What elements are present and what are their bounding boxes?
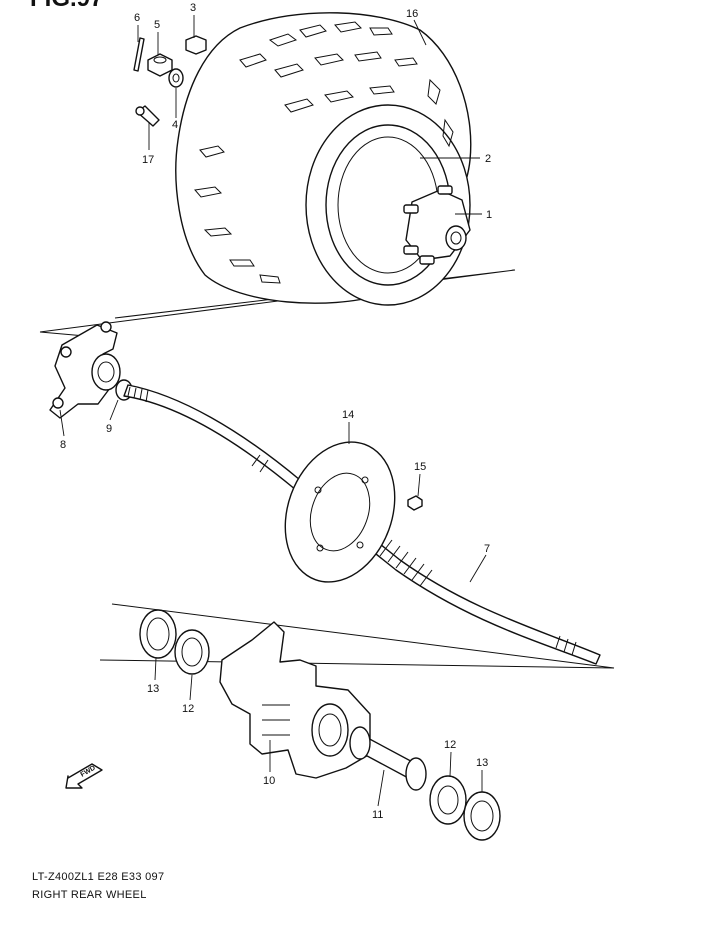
callout-12a: 12 — [182, 703, 194, 715]
callout-3: 3 — [190, 2, 196, 14]
fwd-arrow-icon: FWD — [65, 763, 103, 789]
callout-7: 7 — [484, 543, 490, 555]
callout-8: 8 — [60, 439, 66, 451]
figure-title: FIG.97 — [30, 0, 103, 12]
callout-10: 10 — [263, 775, 275, 787]
valve-stem — [135, 105, 160, 127]
callout-2: 2 — [485, 153, 491, 165]
bearing-right — [429, 775, 467, 825]
castle-nut — [147, 53, 173, 77]
callout-numbers: 6 5 3 4 17 16 2 1 8 9 14 15 7 13 12 10 1… — [60, 2, 492, 821]
cotter-pin — [133, 37, 145, 72]
tire — [175, 12, 472, 306]
model-code: LT-Z400ZL1 E28 E33 097 — [32, 871, 164, 883]
rear-hub — [49, 321, 121, 419]
spacer — [349, 726, 427, 791]
callout-16: 16 — [406, 8, 418, 20]
callout-4: 4 — [172, 119, 178, 131]
callout-5: 5 — [154, 19, 160, 31]
callout-1: 1 — [486, 209, 492, 221]
diagram-caption: RIGHT REAR WHEEL — [32, 889, 147, 901]
rear-axle — [123, 384, 601, 665]
brake-disc — [284, 441, 396, 583]
callout-6: 6 — [134, 12, 140, 24]
wheel-nut — [185, 35, 207, 55]
bearing-left — [174, 629, 210, 675]
callout-15: 15 — [414, 461, 426, 473]
washer — [168, 68, 184, 88]
callout-9: 9 — [106, 423, 112, 435]
callout-11: 11 — [372, 809, 383, 821]
wheel-hub — [403, 185, 471, 265]
oil-seal-left — [139, 609, 177, 659]
oil-seal-right — [463, 791, 501, 841]
callout-13a: 13 — [147, 683, 159, 695]
leader-lines — [59, 15, 487, 807]
callout-13b: 13 — [476, 757, 488, 769]
callout-14: 14 — [342, 409, 354, 421]
disc-bolt — [407, 495, 423, 511]
axle-housing — [219, 621, 371, 779]
callout-12b: 12 — [444, 739, 456, 751]
callout-17: 17 — [142, 154, 154, 166]
